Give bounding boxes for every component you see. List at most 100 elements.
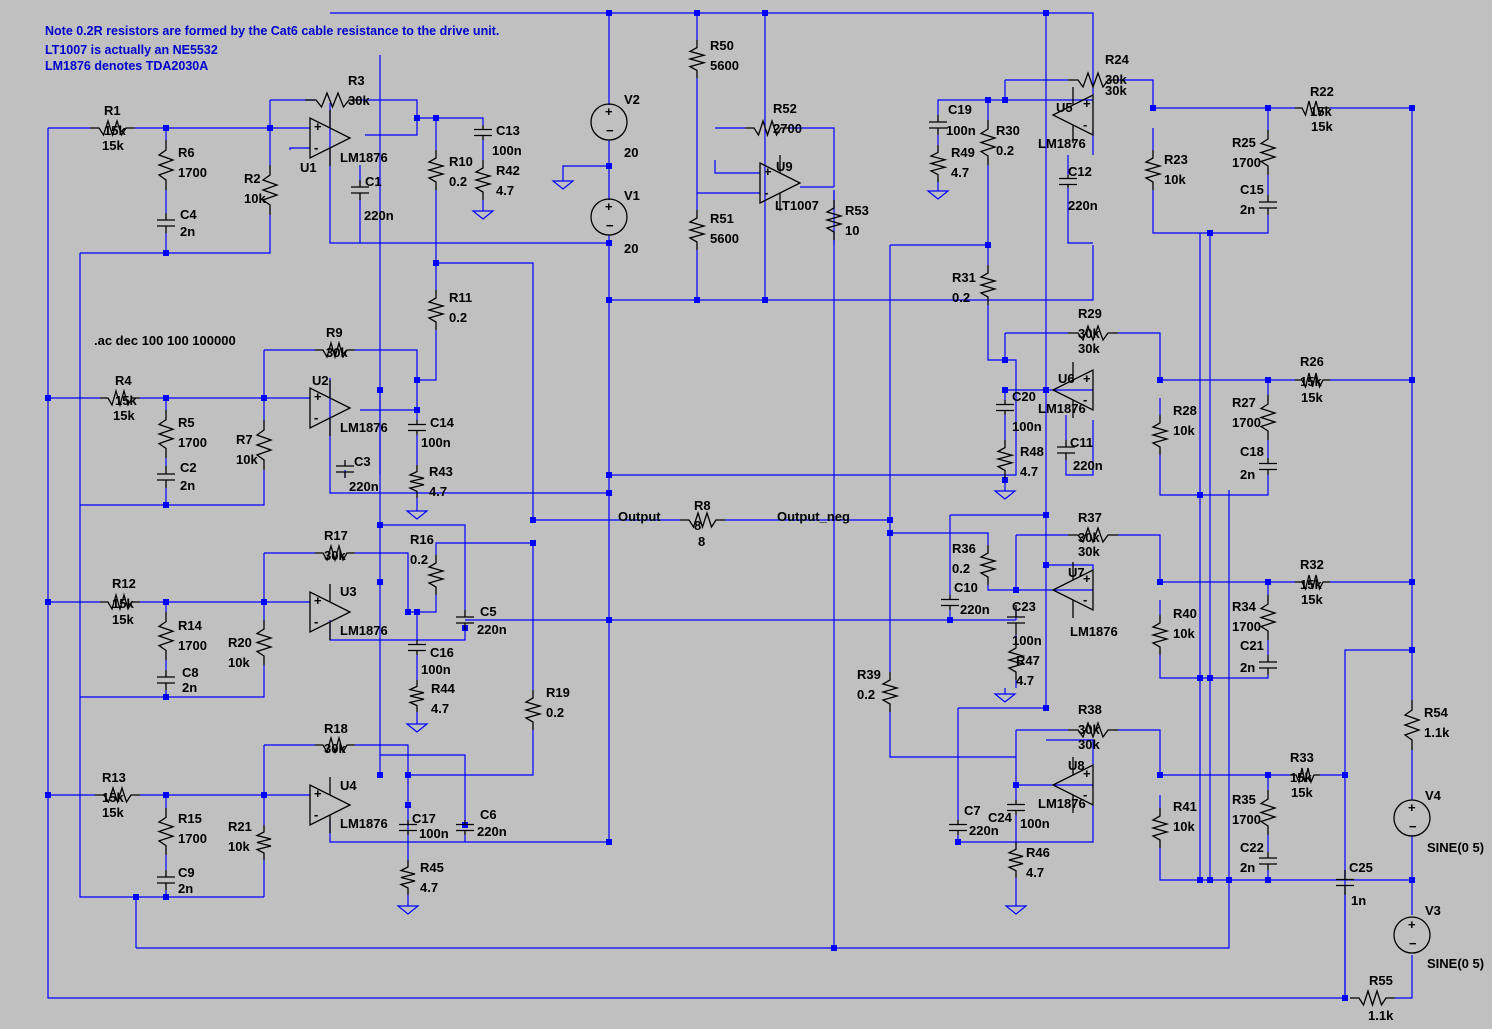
spice-directive: .ac dec 100 100 100000 — [94, 333, 236, 348]
u4-ref-label: U4 — [340, 778, 357, 793]
svg-text:-: - — [1083, 592, 1087, 607]
junction-dot — [261, 792, 267, 798]
r10-value-label: 0.2 — [449, 174, 467, 189]
junction-dot — [405, 609, 411, 615]
c15-ref-label: C15 — [1240, 182, 1264, 197]
wire — [1159, 848, 1269, 881]
wire — [725, 519, 891, 672]
r36-ref-label: R36 — [952, 541, 976, 556]
r38-value-label2: 30k — [1078, 737, 1100, 752]
wire — [80, 215, 271, 254]
ground-icon — [1004, 900, 1028, 915]
c14-capacitor — [408, 420, 426, 435]
c2-ref-label: C2 — [180, 460, 197, 475]
junction-dot — [1226, 877, 1232, 883]
c24-value-label: 100n — [1020, 816, 1050, 831]
r12-ref-label: R12 — [112, 576, 136, 591]
c13-capacitor — [474, 125, 492, 140]
svg-text:-: - — [314, 410, 318, 425]
r14-value-label: 1700 — [178, 638, 207, 653]
r48-resistor — [995, 440, 1015, 478]
c16-ref-label: C16 — [430, 645, 454, 660]
r22-resistor — [1295, 100, 1330, 117]
r37-value-label2: 30k — [1078, 544, 1100, 559]
c15-capacitor — [1259, 195, 1277, 215]
c4-capacitor — [157, 213, 175, 233]
c10-capacitor — [941, 595, 959, 610]
v3-ref-label: V3 — [1425, 903, 1441, 918]
u6-opamp-icon: +- — [1051, 362, 1094, 418]
junction-dot — [694, 10, 700, 16]
r26-value-label: 15k — [1300, 374, 1322, 389]
r52-value-label: 2700 — [773, 121, 802, 136]
wire — [1159, 455, 1269, 496]
wire — [609, 245, 1094, 301]
r21-value-label: 10k — [228, 839, 250, 854]
c24-capacitor — [1007, 800, 1025, 815]
junction-dot — [1157, 579, 1163, 585]
c14-ref-label: C14 — [430, 415, 455, 430]
wire — [957, 805, 1094, 843]
r15-resistor — [156, 808, 176, 855]
r46-value-label: 4.7 — [1026, 865, 1044, 880]
r38-value-label: 30k — [1078, 722, 1100, 737]
r8-resistor — [680, 510, 725, 530]
u8-ref-label: U8 — [1068, 758, 1085, 773]
ground-icon — [396, 900, 420, 915]
c4-ref-label: C4 — [180, 207, 197, 222]
r4-value-label: 15k — [115, 393, 137, 408]
r40-value-label: 10k — [1173, 626, 1195, 641]
junction-dot — [1409, 877, 1415, 883]
junction-dot — [45, 395, 51, 401]
r24-value-label: 30k — [1105, 72, 1127, 87]
c2-value-label: 2n — [180, 478, 195, 493]
c11-ref-label: C11 — [1070, 435, 1093, 450]
r8-ref-label: R8 — [694, 498, 711, 513]
svg-text:−: − — [606, 218, 614, 233]
u6-model-label: LM1876 — [1038, 401, 1086, 416]
junction-dot — [433, 260, 439, 266]
r9-value-label: 30k — [326, 345, 348, 360]
wire — [987, 305, 1017, 390]
u9-opamp-icon: +- — [759, 155, 802, 211]
junction-dot — [163, 502, 169, 508]
r15-ref-label: R15 — [178, 811, 202, 826]
r51-resistor — [687, 210, 707, 250]
r52-resistor — [745, 118, 790, 138]
r11-resistor — [426, 290, 446, 330]
r9-resistor — [315, 340, 355, 360]
r50-ref-label: R50 — [710, 38, 734, 53]
junction-dot — [1409, 647, 1415, 653]
junction-dot — [606, 163, 612, 169]
junction-dot — [606, 297, 612, 303]
c5-capacitor — [456, 610, 474, 630]
r42-ref-label: R42 — [496, 163, 520, 178]
v1-ref-label: V1 — [624, 188, 640, 203]
junction-dot — [831, 945, 837, 951]
u7-opamp-icon: +- — [1051, 562, 1094, 618]
junction-dot — [163, 125, 169, 131]
r35-resistor — [1258, 790, 1278, 835]
c2-capacitor — [157, 466, 175, 488]
r26-ref-label: R26 — [1300, 354, 1324, 369]
c6-capacitor — [456, 820, 474, 835]
wire — [47, 128, 1412, 999]
r22-value-label: 15k — [1310, 104, 1332, 119]
r31-resistor — [978, 265, 998, 305]
wire — [408, 595, 437, 613]
r20-value-label: 10k — [228, 655, 250, 670]
v2-ref-label: V2 — [624, 92, 640, 107]
c7-value-label: 220n — [969, 823, 999, 838]
v1-source-icon: +− — [590, 198, 628, 236]
r13-ref-label: R13 — [102, 770, 126, 785]
c7-ref-label: C7 — [964, 803, 981, 818]
junction-dot — [261, 395, 267, 401]
v2-source-icon: +− — [590, 103, 628, 141]
c10-ref-label: C10 — [954, 580, 978, 595]
r35-ref-label: R35 — [1232, 792, 1256, 807]
wire — [937, 80, 1006, 115]
c5-value-label: 220n — [477, 622, 507, 637]
ground-icon — [926, 185, 950, 200]
r39-resistor — [880, 672, 900, 712]
u7-model-label: LM1876 — [1070, 624, 1118, 639]
